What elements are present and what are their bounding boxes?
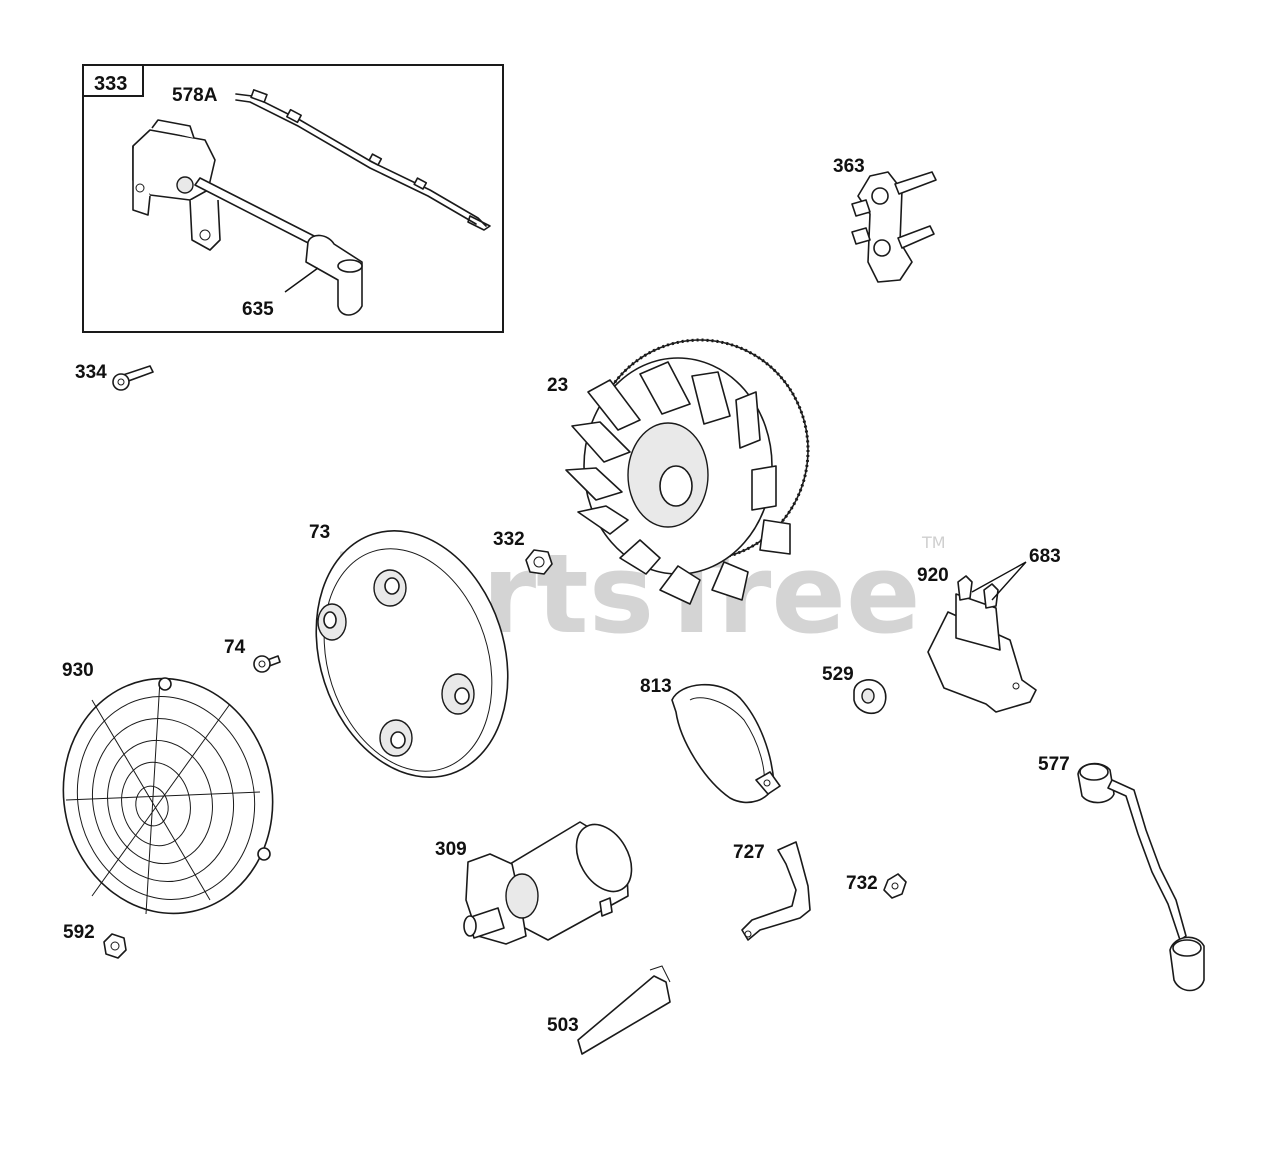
- callout-334: 334: [75, 362, 107, 383]
- part-577-plug-lead[interactable]: [1077, 762, 1205, 992]
- part-635-ignition-coil[interactable]: [132, 119, 363, 316]
- callout-592: 592: [63, 922, 95, 943]
- callout-74: 74: [224, 637, 246, 658]
- callout-73: 73: [309, 522, 330, 543]
- callout-930: 930: [62, 660, 94, 681]
- callout-332: 332: [493, 529, 525, 550]
- callout-529: 529: [822, 664, 854, 685]
- callout-727: 727: [733, 842, 765, 863]
- callout-635: 635: [242, 299, 274, 320]
- leader-635: [284, 267, 319, 293]
- kit-box-333[interactable]: 333: [82, 64, 504, 333]
- part-309-starter[interactable]: [463, 815, 643, 945]
- callout-732: 732: [846, 873, 878, 894]
- watermark-trademark: TM: [921, 533, 946, 552]
- callout-813: 813: [640, 676, 672, 697]
- callout-363: 363: [833, 156, 865, 177]
- kit-box-label: 333: [94, 73, 127, 95]
- callout-578A: 578A: [172, 85, 218, 106]
- part-578A-harness[interactable]: [235, 89, 491, 231]
- part-732-nut[interactable]: [883, 873, 907, 899]
- part-592-nut[interactable]: [103, 933, 127, 959]
- callout-920: 920: [917, 565, 949, 586]
- part-529-grommet[interactable]: [853, 679, 887, 715]
- callout-503: 503: [547, 1015, 579, 1036]
- part-727-bracket[interactable]: [741, 841, 811, 941]
- part-23-flywheel[interactable]: [565, 338, 810, 605]
- part-920-regulator[interactable]: [927, 575, 1037, 713]
- part-334-screw[interactable]: [112, 365, 154, 391]
- part-73-cover[interactable]: [286, 506, 539, 803]
- part-813-clamp[interactable]: [671, 683, 781, 804]
- leader-683: [971, 561, 1027, 601]
- part-74-screw[interactable]: [253, 655, 281, 673]
- part-930-fan-guard[interactable]: [42, 659, 295, 933]
- callout-309: 309: [435, 839, 467, 860]
- callout-577: 577: [1038, 754, 1070, 775]
- part-363-bracket[interactable]: [851, 171, 937, 283]
- callout-683: 683: [1029, 546, 1061, 567]
- callout-23: 23: [547, 375, 568, 396]
- part-332-nut[interactable]: [525, 549, 553, 575]
- part-503-clip[interactable]: [577, 965, 671, 1055]
